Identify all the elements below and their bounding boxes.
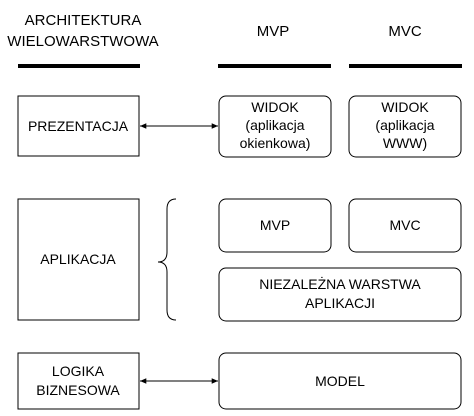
header-architecture: ARCHITEKTURA WIELOWARSTWOWA <box>7 12 158 50</box>
box-widok-mvp <box>218 95 332 158</box>
widok-mvc-line1: WIDOK <box>381 99 429 115</box>
box-model-label: MODEL <box>315 373 365 389</box>
box-presentation-label: PREZENTACJA <box>28 118 129 134</box>
curly-brace <box>157 198 177 321</box>
header-architecture-line1: ARCHITEKTURA <box>25 12 142 29</box>
header-mvp: MVP <box>257 23 290 40</box>
box-mvc <box>348 198 462 253</box>
independent-layer-line1: NIEZALEŻNA WARSTWA <box>259 275 421 292</box>
box-business-logic-line1: LOGIKA <box>52 363 105 379</box>
independent-layer-line2: APLIKACJI <box>305 295 375 311</box>
box-mvp <box>218 198 332 253</box>
box-mvp-label: MVP <box>260 217 290 233</box>
box-model <box>218 352 462 410</box>
box-business-logic <box>17 352 140 410</box>
box-application-label: APLIKACJA <box>40 251 116 267</box>
widok-mvp-line3: okienkowa) <box>240 135 311 151</box>
box-application <box>17 198 140 321</box>
box-widok-mvc <box>348 95 462 158</box>
widok-mvp-line2: (aplikacja <box>245 117 304 133</box>
box-business-logic-line2: BIZNESOWA <box>36 382 120 398</box>
box-presentation <box>17 95 140 157</box>
header-mvc: MVC <box>388 23 422 40</box>
widok-mvp-line1: WIDOK <box>251 99 299 115</box>
widok-mvc-line2: (aplikacja <box>375 117 434 133</box>
box-mvc-label: MVC <box>389 217 420 233</box>
header-architecture-line2: WIELOWARSTWOWA <box>7 33 158 50</box>
box-independent-layer <box>218 267 462 322</box>
widok-mvc-line3: WWW) <box>383 135 427 151</box>
